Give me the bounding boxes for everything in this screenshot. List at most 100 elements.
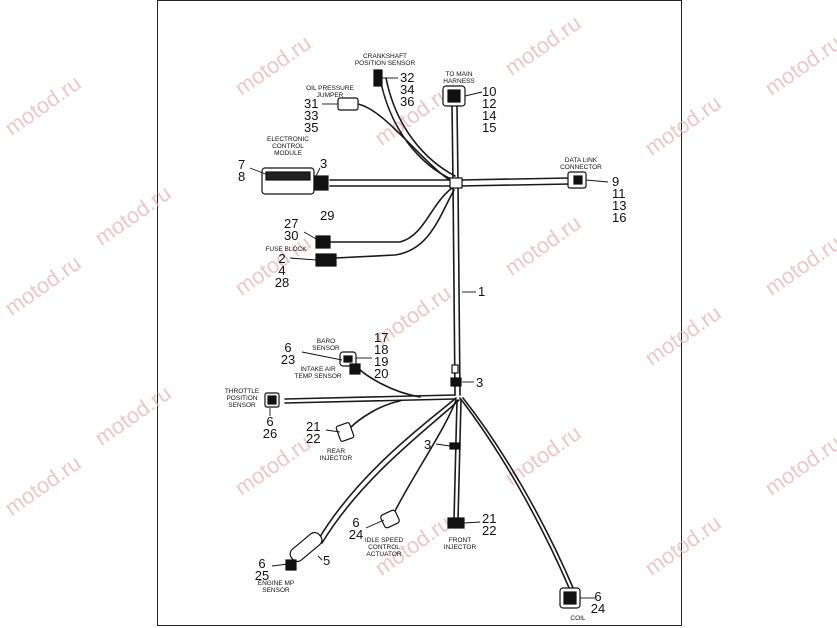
wire-data-link-b [459, 183, 571, 187]
idle-speed-label-1: CONTROL [368, 544, 400, 551]
idle-speed-connector [380, 509, 400, 529]
leader-baro-left [301, 351, 343, 361]
fuse-block-connector-top [315, 235, 331, 249]
fuse-block-number-top-1: 30 [284, 228, 298, 243]
crankshaft-label-1: POSITION SENSOR [355, 60, 416, 67]
rear-injector-number-0: 21 [306, 419, 320, 434]
fuse-block-number-top-0: 27 [284, 216, 298, 231]
throttle-number-1: 26 [263, 426, 277, 441]
leader-fuse-bottom [289, 257, 317, 261]
data-link-label-0: DATA LINK [565, 157, 598, 164]
rear-injector-number-1: 22 [306, 431, 320, 446]
rear-injector-label-1: INJECTOR [320, 455, 353, 462]
wire-data-link [459, 177, 571, 181]
wire-front-injector [453, 399, 458, 521]
idle-speed-label-0: IDLE SPEED [365, 537, 404, 544]
coil-label-0: COIL [570, 615, 586, 622]
iat-sensor-connector [349, 363, 361, 375]
crankshaft-label-0: CRANKSHAFT [363, 53, 407, 60]
rear-injector-connector [335, 422, 355, 442]
ecm-number-left-0: 7 [238, 157, 245, 172]
baro-number-left-0: 6 [284, 340, 291, 355]
fuse-block-number-top-right-0: 29 [320, 208, 334, 223]
trunk-marker [451, 364, 459, 374]
wire-idle-speed [392, 399, 457, 516]
data-link-face [573, 175, 583, 185]
crankshaft-connector [373, 69, 383, 87]
ecm-pins [265, 171, 311, 181]
baro-number-left-1: 23 [281, 352, 295, 367]
leader-data-link [585, 179, 609, 183]
throttle-label-1: POSITION [226, 395, 257, 402]
wire-front-injector-b [457, 399, 462, 521]
wire-crankshaft [379, 77, 454, 181]
wire-coil-b [462, 397, 575, 591]
fuse-block-number-bottom-0: 2 [278, 251, 285, 266]
baro-number-right-0: 17 [374, 330, 388, 345]
front-injector-connector [447, 517, 465, 529]
ecm-label-2: MODULE [274, 150, 302, 157]
ecm-label-1: CONTROL [272, 143, 304, 150]
engine-map-label-1: SENSOR [262, 587, 290, 594]
wire-fuse-block-b [334, 189, 455, 259]
main-trunk-wire [452, 181, 456, 396]
front-injector-label-1: INJECTOR [444, 544, 477, 551]
leader-map-5 [317, 555, 323, 561]
leader-lines [249, 77, 609, 599]
baro-face [343, 355, 353, 363]
data-link-number-0: 9 [612, 174, 619, 189]
crankshaft-number-2: 36 [400, 94, 414, 109]
main-harness-number-2: 14 [482, 108, 496, 123]
engine-map-label-0: ENGINE MP [258, 580, 294, 587]
connectors [261, 69, 587, 609]
front-injector-label-0: FRONT [449, 537, 471, 544]
coil-number-1: 24 [591, 601, 605, 616]
oil-pressure-number-2: 35 [304, 120, 318, 135]
wire-rear-injector [349, 400, 401, 429]
leader-main [464, 91, 483, 97]
engine-map-number-0: 6 [258, 556, 265, 571]
throttle-number-0: 6 [266, 414, 273, 429]
upper-hub-clip [449, 177, 463, 189]
leader-clip-lower [435, 443, 451, 447]
fuse-block-label-0: FUSE BLOCK [265, 246, 307, 253]
harness-clips [449, 177, 463, 450]
main-harness-label-1: HARNESS [443, 78, 475, 85]
iat-label-0: INTAKE AIR [300, 366, 336, 373]
baro-label-1: SENSOR [312, 345, 340, 352]
harness-number-0: 1 [478, 284, 485, 299]
baro-number-right-1: 18 [374, 342, 388, 357]
wire-crankshaft-b [385, 77, 456, 177]
main-trunk-wire-b [457, 181, 461, 396]
coil-face [563, 591, 577, 605]
wire-throttle [284, 394, 456, 400]
wire-fuse-block [329, 187, 453, 243]
wire-coil [459, 397, 571, 591]
data-link-number-2: 13 [612, 198, 626, 213]
iat-label-1: TEMP SENSOR [294, 373, 342, 380]
main-harness-number-0: 10 [482, 84, 496, 99]
data-link-number-1: 11 [612, 186, 626, 201]
oil-pressure-number-1: 33 [304, 108, 318, 123]
throttle-face [267, 395, 277, 405]
crankshaft-number-1: 34 [400, 82, 414, 97]
data-link-number-3: 16 [612, 210, 626, 225]
leader-ecm [249, 167, 269, 176]
throttle-label-2: SENSOR [228, 402, 256, 409]
engine-map-connector [285, 559, 297, 571]
oil-pressure-label-1: JUMPER [317, 92, 344, 99]
main-harness-number-1: 12 [482, 96, 496, 111]
harness-wires [284, 77, 575, 591]
leader-ecm-3 [315, 167, 321, 177]
baro-number-right-2: 19 [374, 354, 388, 369]
trunk-clip-lower [449, 442, 461, 450]
clip-upper-number-0: 3 [476, 375, 483, 390]
idle-speed-label-2: ACTUATOR [366, 551, 401, 558]
ecm-number-left-1: 8 [238, 169, 245, 184]
clip-lower-number-0: 3 [424, 437, 431, 452]
trunk-clip-upper [450, 377, 462, 387]
front-injector-number-1: 22 [482, 523, 496, 538]
wire-to-main-harness-b [456, 104, 459, 183]
